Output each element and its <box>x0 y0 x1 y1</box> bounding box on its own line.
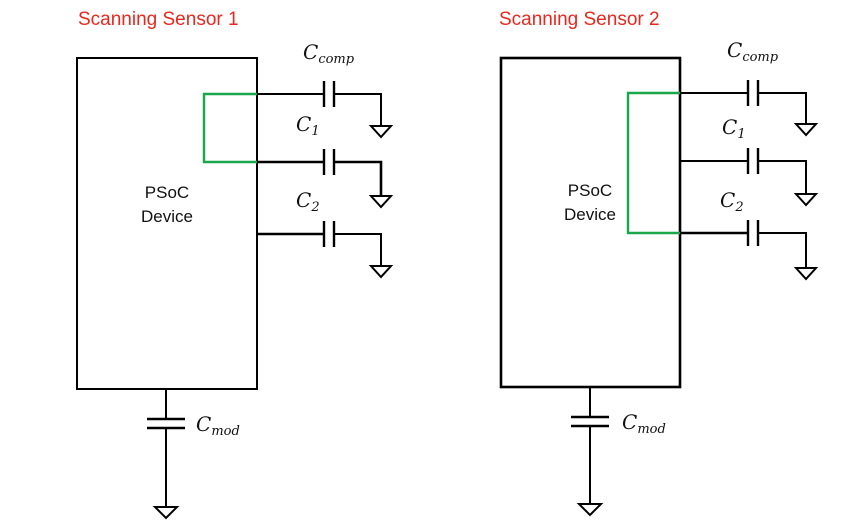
sensor2-circuit: PSoC Device <box>499 38 819 517</box>
ground-icon <box>576 503 604 517</box>
sensor1-active-path <box>202 92 257 164</box>
sensor1-ccomp-capacitor <box>257 81 394 139</box>
sensor1-circuit: PSoC Device <box>76 40 394 520</box>
sensor1-ccomp-label: Ccomp <box>303 40 355 67</box>
sensor2-c2-label: C2 <box>720 188 744 215</box>
sensor2-device-label-line2: Device <box>564 205 616 224</box>
sensor1-cmod-label: Cmod <box>196 412 240 439</box>
sensor1-c1-label: C1 <box>296 112 320 139</box>
ground-icon <box>368 125 394 139</box>
sensor2-device-label-line1: PSoC <box>568 181 612 200</box>
sensor1-c1-capacitor <box>257 149 394 209</box>
sensor2-c2-capacitor <box>680 220 819 281</box>
ground-icon <box>368 265 394 279</box>
sensor1-c2-capacitor <box>257 221 394 279</box>
sensor1-device-label-line1: PSoC <box>145 183 189 202</box>
ground-icon <box>793 123 819 137</box>
sensor1-c2-label: C2 <box>296 188 320 215</box>
ground-icon <box>793 267 819 281</box>
sensor2-c1-capacitor <box>680 148 819 207</box>
sensor2-c1-label: C1 <box>722 115 746 142</box>
sensor2-ccomp-label: Ccomp <box>727 38 779 65</box>
sensor2-cmod-label: Cmod <box>622 410 666 437</box>
sensor2-active-path <box>626 91 680 235</box>
sensor2-ccomp-capacitor <box>680 80 819 137</box>
sensor2-title: Scanning Sensor 2 <box>499 9 660 30</box>
ground-icon <box>152 506 180 520</box>
sensor1-device-label-line2: Device <box>141 207 193 226</box>
sensor2-cmod-capacitor <box>571 387 609 517</box>
ground-icon <box>793 193 819 207</box>
ground-icon <box>368 195 394 209</box>
sensor1-cmod-capacitor <box>147 389 185 520</box>
sensor1-title: Scanning Sensor 1 <box>78 9 239 30</box>
